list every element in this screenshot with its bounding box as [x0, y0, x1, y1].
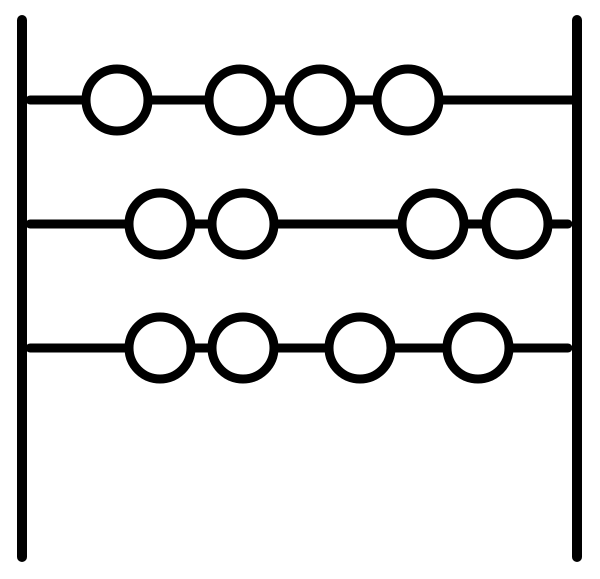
abacus-row-3 — [25, 312, 573, 384]
abacus-bead — [284, 64, 356, 136]
abacus-bead — [442, 312, 514, 384]
abacus-bead — [324, 312, 396, 384]
abacus-row-1 — [25, 64, 580, 136]
abacus-bead — [204, 64, 276, 136]
abacus-bead — [481, 188, 553, 260]
abacus-bead — [397, 188, 469, 260]
abacus-bead — [124, 188, 196, 260]
abacus-bead — [124, 312, 196, 384]
abacus-row-2 — [25, 188, 573, 260]
abacus-bead — [372, 64, 444, 136]
abacus-bead — [207, 188, 279, 260]
abacus-bead — [81, 64, 153, 136]
abacus-bead — [207, 312, 279, 384]
